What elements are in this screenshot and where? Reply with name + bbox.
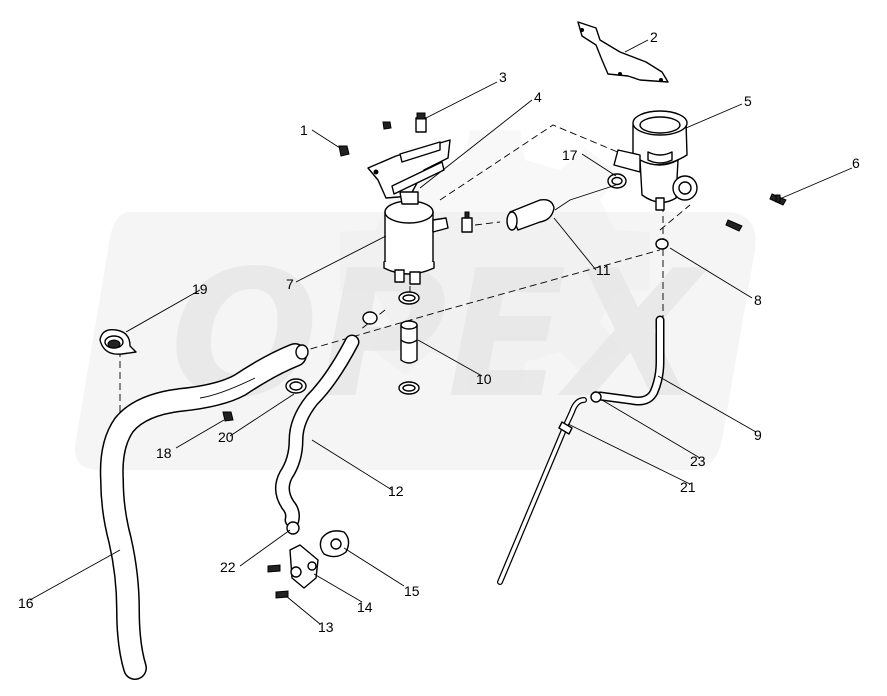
clamp-part-19 bbox=[99, 329, 137, 355]
clamp-near-12 bbox=[362, 311, 378, 325]
bracket-part-4 bbox=[367, 139, 451, 199]
clamp-part-17 bbox=[607, 173, 627, 189]
bolt-part-3 bbox=[415, 112, 427, 133]
nut-near-3 bbox=[382, 121, 392, 130]
clamp-upper-10 bbox=[398, 291, 420, 305]
callout-1: 1 bbox=[300, 122, 308, 138]
callout-17: 17 bbox=[562, 147, 578, 163]
callout-15: 15 bbox=[404, 583, 420, 599]
callout-19: 19 bbox=[192, 281, 208, 297]
callout-13: 13 bbox=[318, 619, 334, 635]
callout-numbers: 1 2 3 4 5 6 7 8 9 10 11 12 13 14 15 16 1… bbox=[18, 29, 860, 635]
clamp-lower-10 bbox=[398, 381, 420, 395]
callout-22: 22 bbox=[220, 559, 236, 575]
clamp-upper-16 bbox=[295, 344, 309, 360]
callout-9: 9 bbox=[754, 427, 762, 443]
bolt-upper-13 bbox=[267, 564, 281, 573]
hose-part-11 bbox=[506, 184, 617, 231]
callout-8: 8 bbox=[754, 292, 762, 308]
callout-6: 6 bbox=[852, 155, 860, 171]
callout-4: 4 bbox=[534, 89, 542, 105]
leader-lines bbox=[29, 39, 853, 625]
callout-21: 21 bbox=[680, 479, 696, 495]
bracket-part-2 bbox=[577, 21, 669, 83]
callout-7: 7 bbox=[286, 276, 294, 292]
callout-16: 16 bbox=[18, 595, 34, 611]
tube-part-21 bbox=[497, 397, 587, 585]
bolt-part-13 bbox=[275, 590, 289, 599]
clamp-part-20 bbox=[285, 378, 307, 394]
sleeve-part-10 bbox=[400, 320, 418, 364]
callout-14: 14 bbox=[357, 599, 373, 615]
hose-part-9 bbox=[595, 315, 665, 406]
bolt-near-8 bbox=[725, 219, 743, 232]
watermark-text: OPEX bbox=[170, 234, 710, 437]
callout-3: 3 bbox=[499, 69, 507, 85]
hose-part-12 bbox=[275, 334, 360, 528]
separator-part-5 bbox=[613, 110, 698, 211]
clamp-part-8 bbox=[655, 238, 669, 250]
callout-2: 2 bbox=[650, 29, 658, 45]
clamp-part-22 bbox=[286, 521, 300, 535]
bolt-part-6 bbox=[769, 193, 787, 206]
gasket-part-15 bbox=[319, 530, 350, 558]
nut-part-1 bbox=[338, 145, 350, 157]
callout-20: 20 bbox=[218, 429, 234, 445]
callout-5: 5 bbox=[744, 93, 752, 109]
callout-18: 18 bbox=[156, 445, 172, 461]
bolt-part-18 bbox=[222, 411, 234, 422]
callout-12: 12 bbox=[388, 483, 404, 499]
callout-23: 23 bbox=[690, 453, 706, 469]
fitting-near-7 bbox=[461, 211, 473, 233]
hose-part-16 bbox=[99, 343, 307, 680]
callout-11: 11 bbox=[596, 262, 611, 278]
flange-part-14 bbox=[289, 544, 319, 589]
callout-10: 10 bbox=[476, 371, 492, 387]
canister-part-7 bbox=[383, 191, 449, 285]
fitting-part-23 bbox=[590, 391, 602, 403]
